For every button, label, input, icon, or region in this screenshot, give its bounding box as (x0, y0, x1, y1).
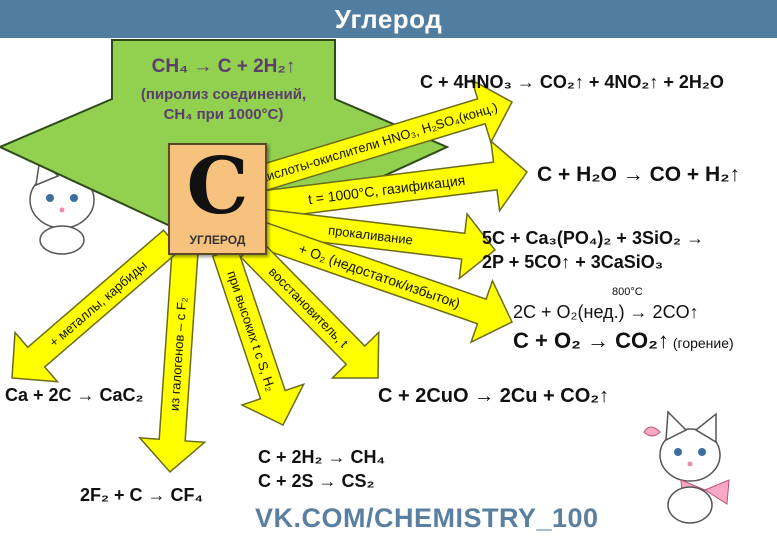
eq-phosphate-2: 2P + 5CO↑ + 3CaSiO₃ (482, 252, 664, 272)
arrow-label: + металлы, карбиды (46, 258, 150, 350)
pyrolysis-reaction: CH₄ → C + 2H₂↑ (151, 56, 296, 77)
element-name: УГЛЕРОД (189, 233, 246, 247)
reaction-arrow (239, 237, 380, 379)
reaction-arrow (137, 250, 207, 474)
eq-water: C + H₂O → CO + H₂↑ (537, 163, 741, 186)
reaction-arrow (11, 229, 182, 383)
watermark-link: VK.COM/CHEMISTRY_100 (255, 503, 599, 533)
reaction-arrow (256, 221, 513, 344)
eq-phosphate-1: 5C + Ca₃(PO₄)₂ + 3SiO₂ → (482, 228, 704, 248)
pyrolysis-note-2: CH₄ при 1000°C) (163, 106, 284, 123)
eq-oxygen-lack: 2C + O₂(нед.) → 2CO↑ (513, 302, 699, 322)
reaction-arrow (259, 139, 529, 220)
eq-sulfur: C + 2S → CS₂ (258, 471, 375, 491)
eq-combustion: C + O₂ → CO₂↑ (513, 328, 669, 353)
reaction-arrow (259, 208, 497, 281)
element-symbol: C (186, 141, 249, 232)
eq-combustion-row: C + O₂ → CO₂↑ (горение) (513, 328, 734, 354)
arrow-label: восстановитель, t (266, 264, 352, 351)
cat-right (643, 410, 730, 524)
page-title: Углерод (0, 0, 777, 38)
carbon-element-tile: C УГЛЕРОД (168, 143, 267, 255)
eq-temperature: 800°C (612, 286, 643, 298)
eq-fluorine: 2F₂ + C → CF₄ (80, 485, 204, 505)
eq-copper-oxide: C + 2CuO → 2Cu + CO₂↑ (378, 385, 610, 407)
eq-hydrogen: C + 2H₂ → CH₄ (258, 447, 386, 467)
eq-nitric-acid: C + 4HNO₃ → CO₂↑ + 4NO₂↑ + 2H₂O (420, 72, 724, 92)
reaction-arrow (211, 246, 306, 426)
eq-combustion-note: (горение) (672, 335, 734, 351)
eq-carbide: Ca + 2C → CaC₂ (5, 385, 144, 405)
reaction-arrow (257, 78, 514, 192)
pyrolysis-note-1: (пиролиз соединений, (140, 86, 307, 103)
